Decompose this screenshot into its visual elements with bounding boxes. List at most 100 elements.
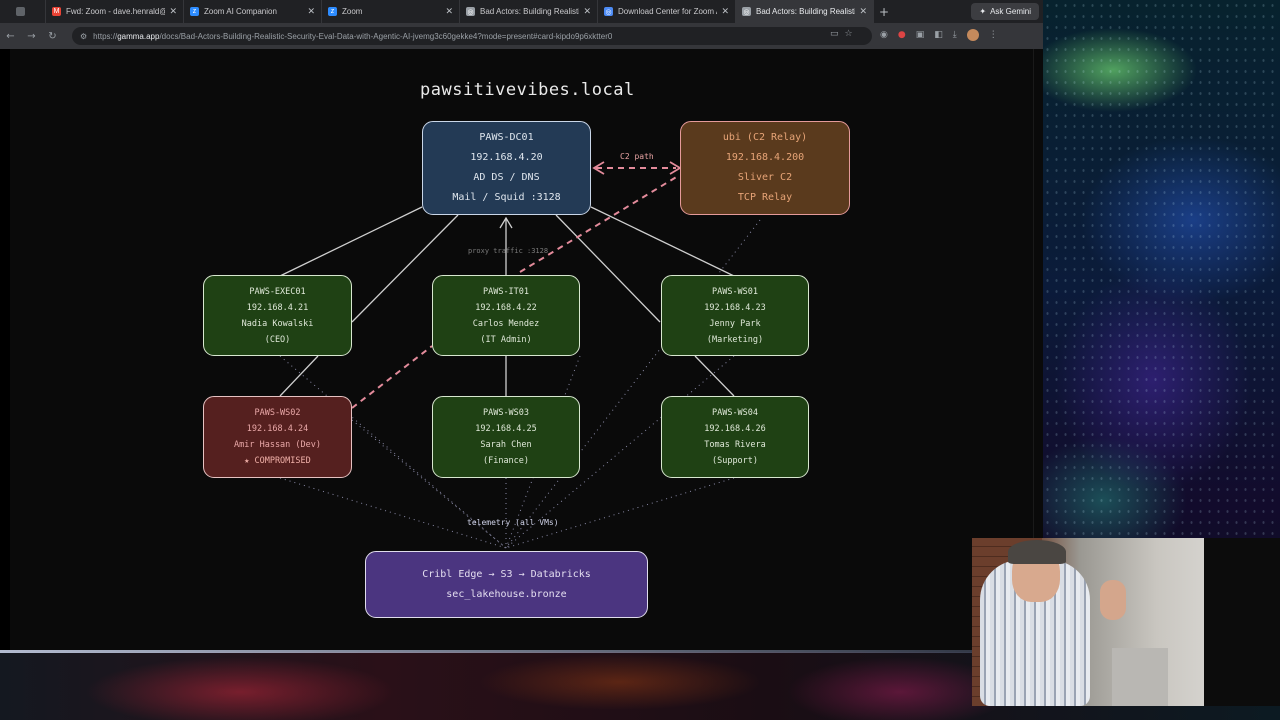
node-role: Sliver C2	[737, 172, 793, 183]
node-user: Tomas Rivera	[704, 440, 766, 450]
url-path: /docs/Bad-Actors-Building-Realistic-Secu…	[159, 31, 613, 41]
tab-title: Bad Actors: Building Realistic...	[480, 7, 579, 16]
node-ip: 192.168.4.200	[725, 152, 805, 163]
profile-avatar[interactable]	[966, 29, 979, 41]
ask-gemini-button[interactable]: ✦Ask Gemini	[971, 3, 1039, 20]
node-hostname: ubi (C2 Relay)	[722, 132, 808, 143]
tab-download-center[interactable]: ◎ Download Center for Zoom A...✕	[598, 0, 736, 23]
node-ip: 192.168.4.26	[704, 424, 766, 434]
tab-title: Zoom AI Companion	[204, 7, 277, 16]
zoom-icon: z	[190, 7, 199, 16]
sparkle-icon: ✦	[979, 7, 987, 16]
tab-search-button[interactable]	[0, 0, 46, 23]
tab-title: Bad Actors: Building Realistic...	[756, 7, 855, 16]
side-panel-icon[interactable]: ◧	[934, 30, 943, 40]
download-icon[interactable]: ⤓	[952, 30, 957, 40]
close-tab-icon[interactable]: ✕	[721, 6, 729, 16]
screen-cast-icon[interactable]: ▭	[830, 29, 839, 39]
close-tab-icon[interactable]: ✕	[859, 6, 867, 16]
close-tab-icon[interactable]: ✕	[445, 6, 453, 16]
site-info-icon[interactable]: ⚙	[80, 31, 88, 41]
telemetry-label: telemetry (all VMs)	[467, 518, 559, 527]
bookmark-star-icon[interactable]: ☆	[844, 29, 853, 39]
node-user: Jenny Park	[709, 318, 761, 329]
tab-bad-actors-active[interactable]: ◎ Bad Actors: Building Realistic... ✕	[736, 0, 874, 23]
node-cribl-pipeline: Cribl Edge → S3 → Databricks sec_lakehou…	[365, 551, 648, 618]
diagram-title: pawsitivevibes.local	[420, 80, 635, 100]
globe-icon: ◎	[742, 7, 751, 16]
scrollbar[interactable]	[1033, 49, 1043, 650]
url-host: gamma.app	[117, 31, 160, 41]
node-dept: (Finance)	[482, 456, 530, 466]
pipeline-flow: Cribl Edge → S3 → Databricks	[422, 568, 591, 580]
close-tab-icon[interactable]: ✕	[583, 6, 591, 16]
window-icon	[15, 7, 25, 16]
pipeline-destination: sec_lakehouse.bronze	[446, 588, 567, 600]
node-services: TCP Relay	[737, 192, 793, 203]
node-paws-dc01: PAWS-DC01 192.168.4.20 AD DS / DNS Mail …	[422, 121, 591, 215]
extension-icon[interactable]: ◉	[880, 30, 888, 40]
node-hostname: PAWS-IT01	[482, 286, 530, 297]
tab-title: Fwd: Zoom - dave.henrald@...	[66, 7, 166, 16]
node-hostname: PAWS-WS02	[254, 408, 301, 418]
node-dept: (IT Admin)	[480, 334, 532, 345]
tab-bad-actors-1[interactable]: ◎ Bad Actors: Building Realistic... ✕	[460, 0, 598, 23]
ask-gemini-label: Ask Gemini	[990, 7, 1031, 16]
node-ip: 192.168.4.20	[470, 152, 543, 163]
extensions-puzzle-icon[interactable]: ▣	[915, 30, 925, 40]
screen-divider	[0, 650, 980, 653]
proxy-traffic-label: proxy traffic :3128	[468, 247, 549, 255]
tab-gmail[interactable]: M Fwd: Zoom - dave.henrald@...✕	[46, 0, 184, 23]
node-user: Carlos Mendez	[472, 318, 540, 329]
node-paws-ws01: PAWS-WS01 192.168.4.23 Jenny Park (Marke…	[661, 275, 809, 356]
reload-icon[interactable]: ↻	[48, 30, 57, 42]
node-services: Mail / Squid :3128	[452, 192, 561, 203]
new-tab-button[interactable]: +	[878, 4, 890, 19]
close-tab-icon[interactable]: ✕	[307, 6, 315, 16]
forward-icon[interactable]: →	[27, 30, 36, 42]
gmail-icon: M	[52, 7, 61, 16]
node-ip: 192.168.4.24	[246, 424, 309, 434]
node-hostname: PAWS-EXEC01	[249, 286, 306, 297]
node-ip: 192.168.4.23	[704, 302, 766, 313]
node-ip: 192.168.4.22	[475, 302, 537, 313]
toolbar: ← → ↻ ⚙ https://gamma.app/docs/Bad-Actor…	[0, 23, 1043, 49]
menu-icon[interactable]: ⋮	[988, 30, 998, 40]
tab-title: Zoom	[342, 7, 363, 16]
node-paws-ws04: PAWS-WS04 192.168.4.26 Tomas Rivera (Sup…	[661, 396, 809, 478]
node-user: Nadia Kowalski	[241, 318, 314, 329]
address-bar[interactable]: ⚙ https://gamma.app/docs/Bad-Actors-Buil…	[72, 27, 872, 45]
tab-zoom[interactable]: z Zoom ✕	[322, 0, 460, 23]
node-paws-it01: PAWS-IT01 192.168.4.22 Carlos Mendez (IT…	[432, 275, 580, 356]
zoom-icon: z	[328, 7, 337, 16]
node-hostname: PAWS-WS04	[711, 408, 759, 418]
extension-icon[interactable]: ●	[897, 30, 906, 40]
node-user: Amir Hassan (Dev)	[234, 440, 321, 450]
tab-title: Download Center for Zoom A...	[618, 7, 718, 16]
back-icon[interactable]: ←	[6, 30, 15, 42]
node-ip: 192.168.4.25	[475, 424, 537, 434]
node-hostname: PAWS-WS03	[482, 408, 530, 418]
node-dept: (Marketing)	[706, 334, 764, 345]
node-dept: (Support)	[711, 456, 759, 466]
compromised-badge: ★ COMPROMISED	[244, 456, 311, 466]
node-user: Sarah Chen	[480, 440, 532, 450]
globe-icon: ◎	[466, 7, 475, 16]
close-tab-icon[interactable]: ✕	[169, 6, 177, 16]
tab-zoom-ai-companion[interactable]: z Zoom AI Companion ✕	[184, 0, 322, 23]
node-role: AD DS / DNS	[473, 172, 540, 183]
node-hostname: PAWS-WS01	[711, 286, 759, 297]
globe-icon: ◎	[604, 7, 613, 16]
node-c2-relay: ubi (C2 Relay) 192.168.4.200 Sliver C2 T…	[680, 121, 850, 215]
speaker-video-feed	[972, 538, 1280, 706]
node-hostname: PAWS-DC01	[479, 132, 534, 143]
url-prefix: https://	[93, 31, 118, 41]
node-paws-exec01: PAWS-EXEC01 192.168.4.21 Nadia Kowalski …	[203, 275, 352, 356]
node-paws-ws03: PAWS-WS03 192.168.4.25 Sarah Chen (Finan…	[432, 396, 580, 478]
node-paws-ws02: PAWS-WS02 192.168.4.24 Amir Hassan (Dev)…	[203, 396, 352, 478]
node-dept: (CEO)	[264, 334, 291, 345]
c2-path-label: C2 path	[620, 152, 654, 161]
node-ip: 192.168.4.21	[246, 302, 309, 313]
